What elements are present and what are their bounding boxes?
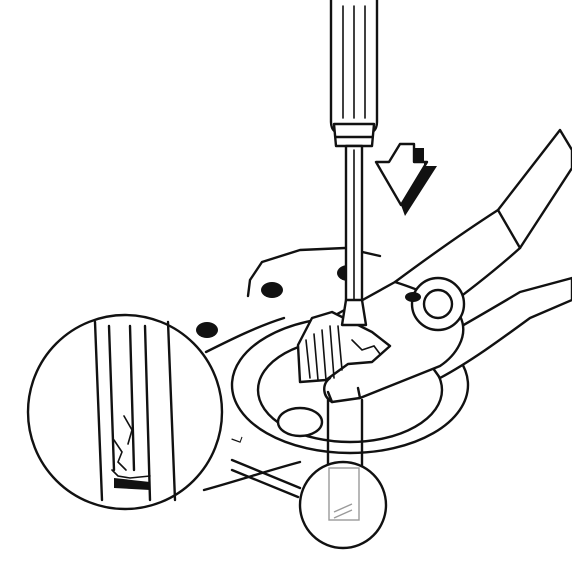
hole-1 [261,282,283,298]
pliers [296,128,572,404]
large-zoom-circle [26,313,302,511]
hole-3 [196,322,218,338]
screwdriver [329,0,379,327]
pliers-pivot [410,276,466,332]
down-arrow-icon [374,142,437,216]
plate-marking: L [228,432,246,445]
small-zoom-circle [298,460,388,550]
boss-side-hole [276,406,324,438]
